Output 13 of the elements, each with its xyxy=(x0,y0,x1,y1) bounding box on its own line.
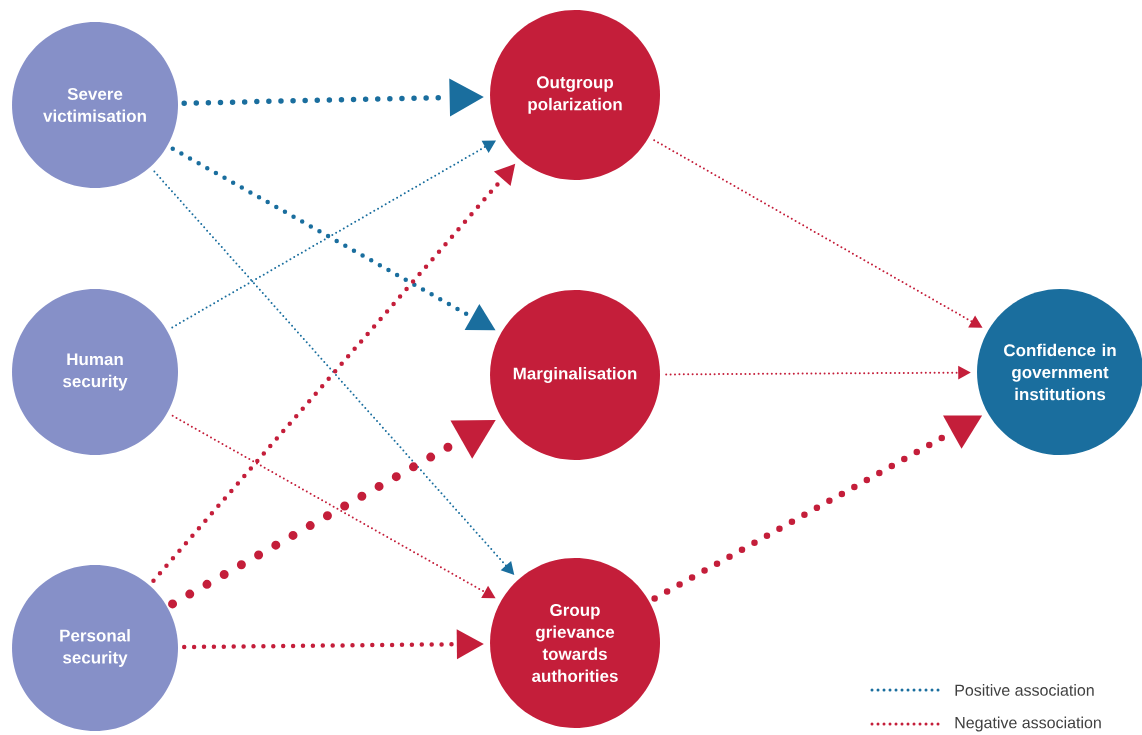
dotted-arrow xyxy=(653,139,983,328)
circle-node: Human security xyxy=(12,289,178,455)
circle-node: Personal security xyxy=(12,565,178,731)
dotted-arrow xyxy=(181,629,484,660)
legend-label: Positive association xyxy=(955,684,1094,696)
dotted-arrow xyxy=(651,415,983,602)
circle-node: Severe victimisation xyxy=(12,22,178,188)
circle-node: Group grievance towards authorities xyxy=(490,558,660,728)
dotted-arrow xyxy=(181,78,484,117)
circle-node: Outgroup polarization xyxy=(490,10,660,180)
dotted-arrow xyxy=(665,365,971,380)
legend-label: Negative association xyxy=(955,716,1101,732)
circle-node: Marginalisation xyxy=(490,290,660,460)
